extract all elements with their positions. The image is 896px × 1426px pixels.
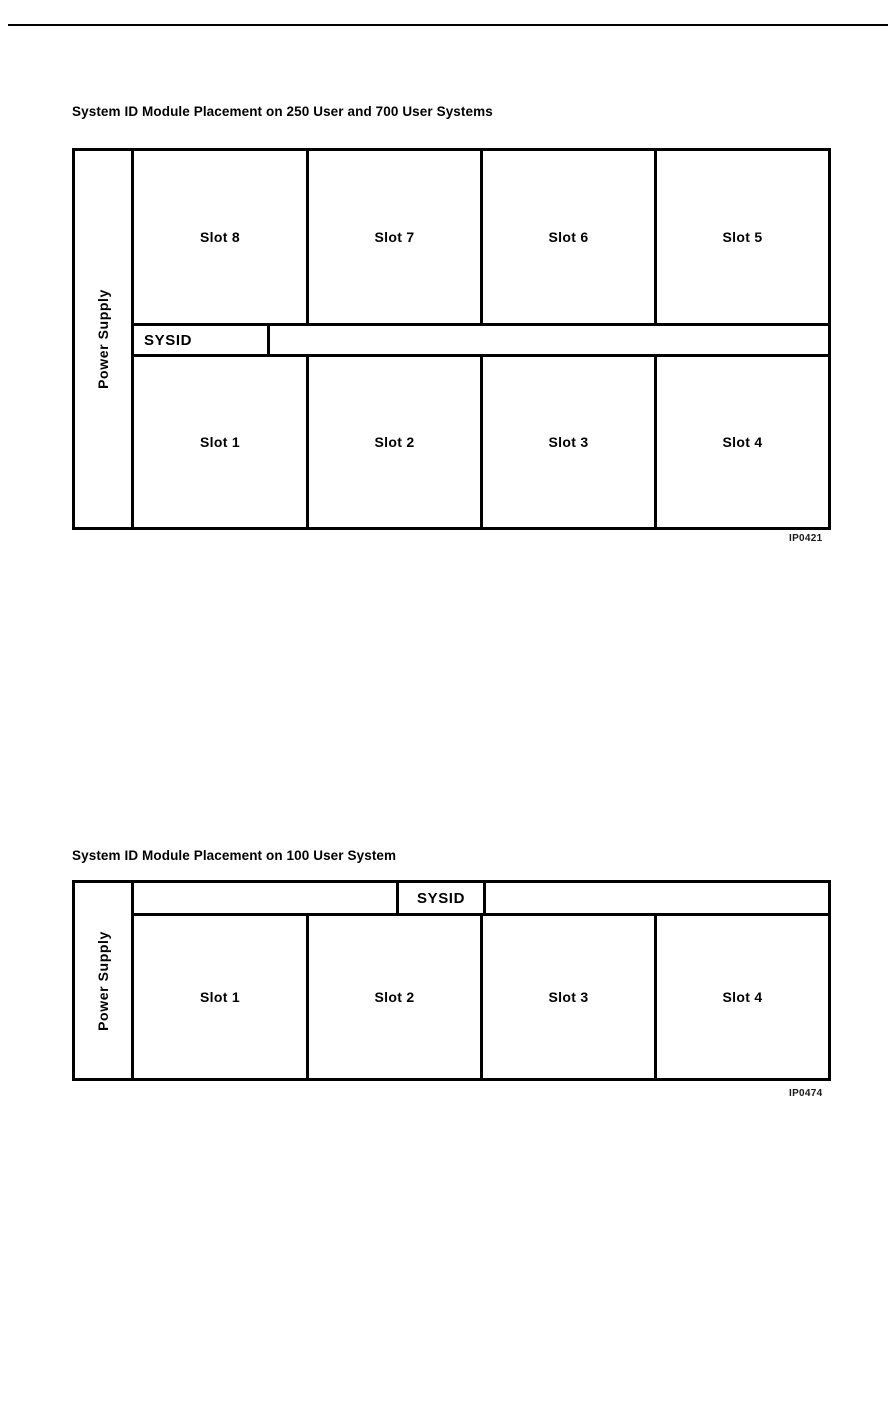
figure-2-slot-cell: Slot 2 (309, 916, 483, 1078)
figure-1-slot-label: Slot 3 (548, 434, 589, 450)
figure-2-sysid-cell: SYSID (396, 883, 486, 913)
figure-1-slot-label: Slot 1 (200, 434, 240, 450)
figure-1-slot-cell: Slot 8 (134, 151, 309, 323)
figure-2-slot-cell: Slot 3 (483, 916, 657, 1078)
figure-2-top-strip: SYSID (134, 883, 828, 916)
figure-2-slot-label: Slot 3 (548, 989, 589, 1005)
figure-1-slot-label: Slot 2 (374, 434, 415, 450)
figure-1-power-supply-label: Power Supply (95, 289, 111, 389)
figure-1-slot-cell: Slot 5 (657, 151, 828, 323)
figure-2-slot-label: Slot 4 (722, 989, 763, 1005)
figure-2-caption: System ID Module Placement on 100 User S… (72, 848, 397, 863)
figure-2-slot-label: Slot 2 (374, 989, 415, 1005)
figure-2-chassis-diagram: Power Supply SYSID Slot 1 Slot 2 Slot 3 … (72, 880, 831, 1081)
figure-2-slot-cell: Slot 1 (134, 916, 309, 1078)
figure-1-slot-cell: Slot 7 (309, 151, 483, 323)
figure-2-power-supply-label: Power Supply (95, 930, 111, 1031)
figure-1-slot-label: Slot 4 (722, 434, 763, 450)
figure-1-caption: System ID Module Placement on 250 User a… (72, 104, 493, 119)
figure-2-slot-label: Slot 1 (200, 989, 240, 1005)
figure-1-sysid-label: SYSID (144, 331, 193, 349)
figure-1-power-supply-bay: Power Supply (75, 151, 134, 527)
figure-2-reference-code: IP0474 (789, 1088, 823, 1099)
page-header-rule (8, 24, 888, 26)
figure-2-slot-cell: Slot 4 (657, 916, 828, 1078)
figure-1-slot-cell: Slot 1 (134, 357, 309, 527)
figure-2-sysid-label: SYSID (416, 889, 465, 907)
figure-1-reference-code: IP0421 (789, 533, 823, 544)
figure-1-slot-cell: Slot 6 (483, 151, 657, 323)
figure-1-slot-cell: Slot 3 (483, 357, 657, 527)
figure-1-slot-label: Slot 6 (548, 229, 589, 245)
figure-1-chassis-diagram: Power Supply Slot 8 Slot 7 Slot 6 Slot 5… (72, 148, 831, 530)
figure-1-slot-label: Slot 5 (722, 229, 763, 245)
figure-1-slot-cell: Slot 2 (309, 357, 483, 527)
figure-2-power-supply-bay: Power Supply (75, 883, 134, 1078)
figure-1-slot-label: Slot 8 (200, 229, 240, 245)
figure-1-sysid-band: SYSID (134, 323, 828, 357)
figure-1-slot-cell: Slot 4 (657, 357, 828, 527)
figure-1-slot-label: Slot 7 (374, 229, 415, 245)
figure-1-sysid-cell: SYSID (134, 326, 270, 354)
